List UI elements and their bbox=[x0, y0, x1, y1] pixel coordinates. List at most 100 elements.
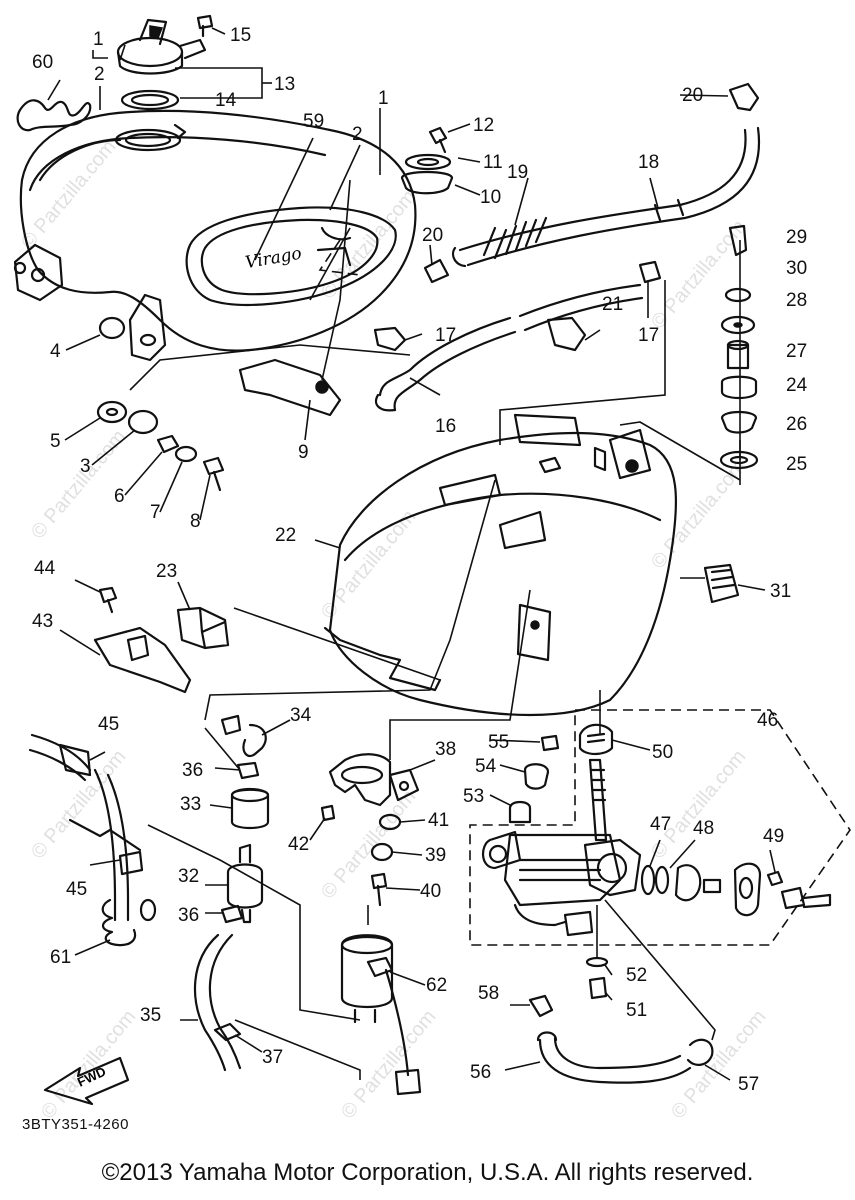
svg-text:© Partzilla.com: © Partzilla.com bbox=[647, 746, 750, 863]
callout-42: 42 bbox=[288, 834, 309, 855]
svg-text:© Partzilla.com: © Partzilla.com bbox=[27, 426, 130, 543]
filler-cap-assembly bbox=[116, 14, 214, 111]
callout-2: 2 bbox=[94, 64, 105, 85]
callout-10: 10 bbox=[480, 187, 501, 208]
hose-56 bbox=[528, 994, 714, 1084]
callout-6: 6 bbox=[114, 486, 125, 507]
hardware-top bbox=[400, 126, 454, 195]
fuel-pump bbox=[340, 934, 422, 1096]
callout-52: 52 bbox=[626, 965, 647, 986]
tank-badge-text: Virago bbox=[244, 244, 303, 274]
callout-36: 36 bbox=[182, 760, 203, 781]
svg-text:© Partzilla.com: © Partzilla.com bbox=[647, 216, 750, 333]
callout-55: 55 bbox=[488, 732, 509, 753]
tube-61 bbox=[28, 733, 157, 947]
callout-57: 57 bbox=[738, 1074, 759, 1095]
fuel-petcock bbox=[482, 723, 832, 1000]
parts-diagram: © Partzilla.com © Partzilla.com © Partzi… bbox=[13, 14, 851, 1123]
callout-4: 4 bbox=[50, 341, 61, 362]
hose-group-33-36 bbox=[220, 714, 270, 924]
callout-7: 7 bbox=[150, 502, 161, 523]
callouts: 1 2 1 2 3 4 5 6 7 8 9 10 11 12 13 14 15 … bbox=[32, 25, 808, 1095]
callout-9: 9 bbox=[298, 442, 309, 463]
callout-59: 59 bbox=[303, 111, 324, 132]
callout-12: 12 bbox=[473, 115, 494, 136]
callout-31: 31 bbox=[770, 581, 791, 602]
callout-27: 27 bbox=[786, 341, 807, 362]
callout-36b: 36 bbox=[178, 905, 199, 926]
callout-8: 8 bbox=[190, 511, 201, 532]
fuel-tank: Virago bbox=[13, 109, 417, 417]
svg-text:© Partzilla.com: © Partzilla.com bbox=[27, 746, 130, 863]
callout-17: 17 bbox=[435, 325, 456, 346]
callout-20b: 20 bbox=[422, 225, 443, 246]
svg-text:© Partzilla.com: © Partzilla.com bbox=[667, 1006, 770, 1123]
callout-51: 51 bbox=[626, 1000, 647, 1021]
callout-35: 35 bbox=[140, 1005, 161, 1026]
callout-45b: 45 bbox=[66, 879, 87, 900]
svg-text:© Partzilla.com: © Partzilla.com bbox=[37, 1006, 140, 1123]
callout-38: 38 bbox=[435, 739, 456, 760]
callout-58: 58 bbox=[478, 983, 499, 1004]
copyright-notice: ©2013 Yamaha Motor Corporation, U.S.A. A… bbox=[101, 1159, 754, 1186]
callout-50: 50 bbox=[652, 742, 673, 763]
fuel-hose-16 bbox=[373, 260, 662, 412]
callout-62: 62 bbox=[426, 975, 447, 996]
callout-60: 60 bbox=[32, 52, 53, 73]
callout-44: 44 bbox=[34, 558, 56, 579]
callout-17b: 17 bbox=[638, 325, 659, 346]
svg-text:© Partzilla.com: © Partzilla.com bbox=[337, 1006, 440, 1123]
mount-hardware bbox=[96, 316, 225, 492]
callout-2: 2 bbox=[352, 124, 363, 145]
callout-26: 26 bbox=[786, 414, 807, 435]
callout-54: 54 bbox=[475, 756, 497, 777]
callout-11: 11 bbox=[483, 152, 503, 173]
callout-33: 33 bbox=[180, 794, 201, 815]
emblem-part bbox=[16, 99, 92, 132]
leader-lines bbox=[47, 27, 851, 1081]
callout-16: 16 bbox=[435, 416, 456, 437]
callout-3: 3 bbox=[80, 456, 91, 477]
callout-13: 13 bbox=[274, 74, 295, 95]
callout-30: 30 bbox=[786, 258, 807, 279]
callout-47: 47 bbox=[650, 814, 671, 835]
breather-hose bbox=[423, 82, 761, 284]
damper-stack bbox=[719, 224, 759, 470]
diagram-code: 3BTY351-4260 bbox=[22, 1116, 129, 1133]
callout-41: 41 bbox=[428, 810, 449, 831]
sub-tank bbox=[323, 413, 678, 717]
svg-text:© Partzilla.com: © Partzilla.com bbox=[317, 786, 420, 903]
callout-53: 53 bbox=[463, 786, 484, 807]
svg-text:© Partzilla.com: © Partzilla.com bbox=[647, 456, 750, 573]
callout-39: 39 bbox=[425, 845, 446, 866]
callout-45: 45 bbox=[98, 714, 119, 735]
callout-46: 46 bbox=[757, 710, 778, 731]
callout-40: 40 bbox=[420, 881, 441, 902]
callout-14: 14 bbox=[215, 90, 237, 111]
callout-29: 29 bbox=[786, 227, 807, 248]
callout-28: 28 bbox=[786, 290, 807, 311]
callout-25: 25 bbox=[786, 454, 807, 475]
callout-37: 37 bbox=[262, 1047, 283, 1068]
callout-43: 43 bbox=[32, 611, 53, 632]
left-mid-parts bbox=[93, 586, 230, 694]
callout-23: 23 bbox=[156, 561, 177, 582]
fuel-filter bbox=[226, 843, 264, 924]
callout-22: 22 bbox=[275, 525, 296, 546]
callout-5: 5 bbox=[50, 431, 61, 452]
callout-48: 48 bbox=[693, 818, 714, 839]
callout-19: 19 bbox=[507, 162, 528, 183]
callout-61: 61 bbox=[50, 947, 71, 968]
watermarks: © Partzilla.com © Partzilla.com © Partzi… bbox=[17, 136, 770, 1123]
callout-24: 24 bbox=[786, 375, 808, 396]
callout-1: 1 bbox=[378, 88, 389, 109]
callout-32: 32 bbox=[178, 866, 199, 887]
bracket-31 bbox=[703, 563, 740, 604]
callout-20: 20 bbox=[682, 85, 703, 106]
callout-15: 15 bbox=[230, 25, 251, 46]
callout-21: 21 bbox=[602, 294, 623, 315]
callout-1: 1 bbox=[93, 29, 104, 50]
hose-35 bbox=[193, 933, 242, 1072]
callout-49: 49 bbox=[763, 826, 784, 847]
callout-34: 34 bbox=[290, 705, 312, 726]
